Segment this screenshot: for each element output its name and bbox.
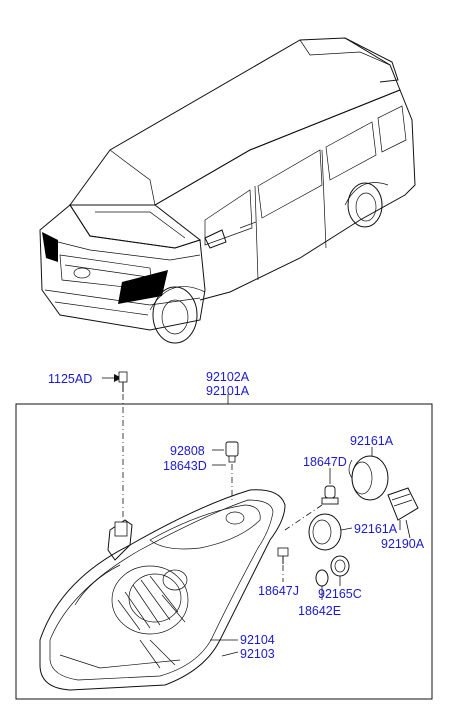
h7-bulb-part: [284, 468, 339, 531]
assembly-frame: [15, 394, 433, 700]
dust-cap-middle: [308, 513, 353, 551]
label-92161a-mid: 92161A: [354, 522, 398, 536]
label-18647j: 18647J: [258, 584, 299, 598]
van-illustration: [39, 37, 416, 344]
headlamp-housing: [39, 489, 286, 691]
label-92101a: 92101A: [206, 384, 250, 398]
label-92808: 92808: [170, 444, 205, 458]
label-92104: 92104: [240, 633, 275, 647]
dust-cap-top: [348, 447, 389, 501]
actuator-part: [387, 487, 419, 539]
side-socket-part: [330, 555, 350, 586]
label-18647d: 18647D: [303, 455, 347, 469]
label-92103: 92103: [240, 647, 275, 661]
small-socket-part: [212, 441, 239, 500]
side-bulb-part: [277, 547, 289, 582]
label-1125ad: 1125AD: [48, 372, 92, 386]
part-labels: 1125AD 92102A 92101A 92808 18643D 18647D…: [48, 370, 425, 661]
label-92102a: 92102A: [206, 370, 250, 384]
label-18642e: 18642E: [298, 604, 341, 618]
wedge-bulb-part: [315, 569, 329, 600]
label-92165c: 92165C: [318, 587, 362, 601]
label-18643d: 18643D: [163, 459, 207, 473]
label-92161a-top: 92161A: [350, 434, 394, 448]
bolt-part: [102, 371, 128, 520]
label-92190a: 92190A: [381, 537, 425, 551]
